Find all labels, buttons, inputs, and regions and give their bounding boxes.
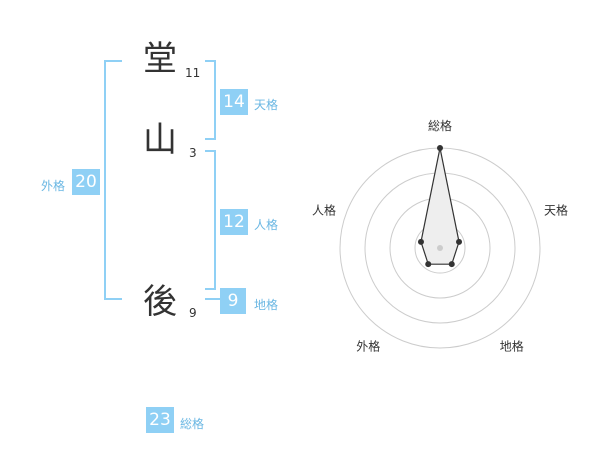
- jinkaku-label: 人格: [254, 218, 279, 232]
- name-char-3: 後: [143, 282, 177, 322]
- radar-axis-label: 天格: [544, 202, 568, 217]
- radar-center: [437, 245, 443, 251]
- radar-axis-label: 外格: [356, 339, 380, 354]
- name-char-2: 山: [143, 120, 177, 160]
- jinkaku-value: 12: [220, 209, 248, 235]
- chikaku-label: 地格: [254, 298, 279, 312]
- tenkaku-label: 天格: [254, 98, 279, 112]
- tenkaku-bracket: [205, 60, 216, 140]
- name-char-1: 堂: [143, 39, 177, 79]
- name-char-2-strokes: 3: [189, 146, 197, 160]
- radar-point: [417, 238, 424, 245]
- radar-point: [448, 261, 455, 268]
- name-char-3-strokes: 9: [189, 306, 197, 320]
- radar-axis-label: 総格: [428, 118, 452, 133]
- soukaku-value: 23: [146, 407, 174, 433]
- gaikaku-value: 20: [72, 169, 100, 195]
- chikaku-connector: [205, 298, 220, 300]
- name-char-1-strokes: 11: [185, 66, 201, 80]
- chikaku-value: 9: [220, 288, 246, 314]
- radar-point: [437, 145, 443, 151]
- gaikaku-label: 外格: [41, 179, 66, 193]
- soukaku-label: 総格: [180, 417, 205, 431]
- radar-point: [425, 261, 432, 268]
- outer-bracket: [104, 60, 122, 300]
- radar-axis-label: 人格: [312, 202, 336, 217]
- radar-area: [420, 147, 460, 265]
- jinkaku-bracket: [205, 150, 216, 290]
- tenkaku-value: 14: [220, 89, 248, 115]
- radar-point: [456, 238, 463, 245]
- radar-axis-label: 地格: [500, 339, 524, 354]
